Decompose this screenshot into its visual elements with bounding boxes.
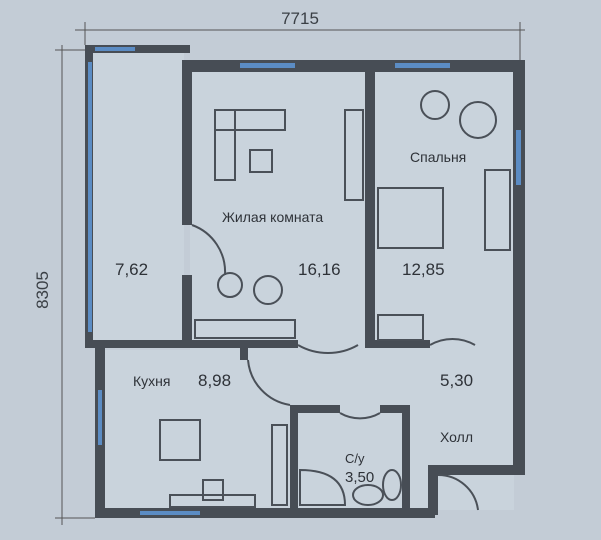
height-label: 8305 — [33, 271, 52, 309]
living-name: Жилая комната — [222, 209, 323, 225]
furniture — [159, 90, 511, 508]
room-labels: 7,62 Жилая комната 16,16 Спальня 12,85 К… — [115, 149, 473, 486]
living-area: 16,16 — [298, 260, 341, 279]
height-dimension: 8305 — [33, 45, 95, 525]
windows — [88, 47, 521, 515]
bedroom-name: Спальня — [410, 149, 466, 165]
floor-areas — [92, 52, 514, 510]
bathroom-area: 3,50 — [345, 469, 374, 486]
hall-area: 5,30 — [440, 371, 473, 390]
loggia-area: 7,62 — [115, 260, 148, 279]
hall-name: Холл — [440, 429, 473, 445]
bedroom-area: 12,85 — [402, 260, 445, 279]
kitchen-name: Кухня — [133, 373, 170, 389]
doors — [191, 224, 479, 511]
kitchen-area: 8,98 — [198, 371, 231, 390]
width-label: 7715 — [281, 9, 319, 28]
width-dimension: 7715 — [75, 9, 525, 60]
bathroom-name: С/у — [345, 451, 365, 466]
